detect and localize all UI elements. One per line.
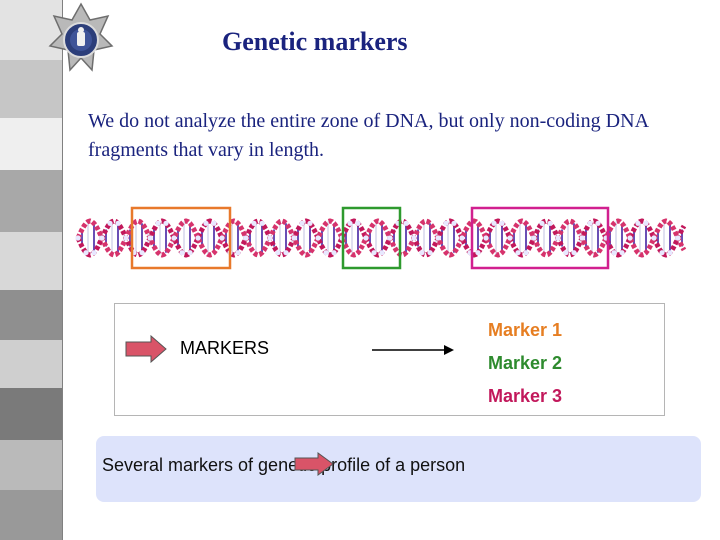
dna-atom — [427, 250, 433, 256]
dna-strand — [75, 218, 687, 258]
summary-text: Several markers of genetic profile of a … — [102, 455, 466, 475]
dna-atom — [531, 235, 537, 241]
photo-tile — [0, 388, 62, 441]
dna-atom — [459, 235, 465, 241]
photo-tile — [0, 340, 62, 389]
photo-tile — [0, 118, 62, 171]
arrow-right-icon — [294, 452, 334, 476]
dna-atom — [147, 235, 153, 241]
dna-atom — [547, 220, 553, 226]
dna-atom — [203, 220, 209, 226]
photo-tile — [0, 170, 62, 233]
dna-atom — [331, 250, 337, 256]
highlight-box-fragment-3 — [470, 206, 610, 270]
dna-atom — [123, 235, 129, 241]
dna-atom — [595, 220, 601, 226]
dna-atom — [187, 250, 193, 256]
dna-atom — [507, 235, 513, 241]
arrow-right-icon — [125, 335, 167, 363]
dna-atom — [267, 235, 273, 241]
dna-atom — [315, 235, 321, 241]
dna-atom — [235, 250, 241, 256]
dna-atom — [611, 250, 617, 256]
dna-atom — [163, 220, 169, 226]
dna-atom — [483, 235, 489, 241]
dna-atom — [443, 220, 449, 226]
highlight-box-fragment-2 — [341, 206, 402, 270]
marker-diagram-box — [114, 303, 665, 416]
photo-tile — [0, 232, 62, 291]
dna-atom — [667, 250, 673, 256]
dna-atom — [115, 220, 121, 226]
dna-atom — [627, 235, 633, 241]
dna-atom — [251, 220, 257, 226]
dna-atom — [387, 235, 393, 241]
marker-item-1: Marker 1 — [488, 320, 563, 340]
dna-atom — [651, 235, 657, 241]
dna-helix-image — [75, 206, 687, 270]
summary-box — [96, 436, 701, 502]
dna-atom — [539, 220, 545, 226]
dna-atom — [475, 250, 481, 256]
dna-atom — [379, 250, 385, 256]
dna-atom — [371, 250, 377, 256]
dna-atom — [75, 235, 81, 241]
dna-atom — [291, 235, 297, 241]
marker-item-2: Marker 2 — [488, 353, 563, 373]
photo-tile — [0, 290, 62, 341]
marker-item-3: Marker 3 — [488, 386, 563, 406]
line-arrow-icon — [372, 345, 454, 355]
dna-atom — [619, 250, 625, 256]
dna-atom — [491, 220, 497, 226]
slide-title: Genetic markers — [222, 27, 408, 56]
dna-atom — [99, 235, 105, 241]
dna-atom — [139, 250, 145, 256]
dna-atom — [523, 250, 529, 256]
dna-atom — [219, 235, 225, 241]
highlight-box-fragment-1 — [130, 206, 232, 270]
markers-label: MARKERS — [180, 338, 270, 358]
dna-atom — [675, 235, 681, 241]
dna-atom — [83, 250, 89, 256]
dna-atom — [571, 250, 577, 256]
dna-atom — [435, 235, 441, 241]
dna-atom — [275, 250, 281, 256]
dna-atom — [643, 220, 649, 226]
dna-atom — [563, 250, 569, 256]
dna-atom — [403, 220, 409, 226]
dna-atom — [355, 220, 361, 226]
police-emblem-icon — [48, 2, 114, 72]
dna-atom — [171, 235, 177, 241]
dna-atom — [283, 250, 289, 256]
dna-atom — [155, 220, 161, 226]
photo-tile — [0, 60, 62, 119]
dna-atom — [555, 235, 561, 241]
dna-atom — [243, 235, 249, 241]
dna-atom — [635, 220, 641, 226]
dna-atom — [659, 250, 665, 256]
sidebar-photo-strip — [0, 0, 62, 540]
dna-atom — [587, 220, 593, 226]
photo-tile — [0, 490, 62, 540]
intro-text: We do not analyze the entire zone of DNA… — [88, 110, 648, 161]
dna-atom — [515, 250, 521, 256]
dna-atom — [307, 220, 313, 226]
dna-atom — [299, 220, 305, 226]
dna-atom — [179, 250, 185, 256]
dna-atom — [451, 220, 457, 226]
dna-atom — [107, 220, 113, 226]
dna-atom — [323, 250, 329, 256]
photo-tile — [0, 440, 62, 491]
dna-atom — [195, 235, 201, 241]
dna-atom — [411, 235, 417, 241]
dna-atom — [419, 250, 425, 256]
dna-atom — [499, 220, 505, 226]
dna-atom — [211, 220, 217, 226]
dna-atom — [347, 220, 353, 226]
dna-atom — [91, 250, 97, 256]
dna-atom — [259, 220, 265, 226]
dna-atom — [579, 235, 585, 241]
sidebar-divider — [62, 0, 63, 540]
dna-atom — [363, 235, 369, 241]
